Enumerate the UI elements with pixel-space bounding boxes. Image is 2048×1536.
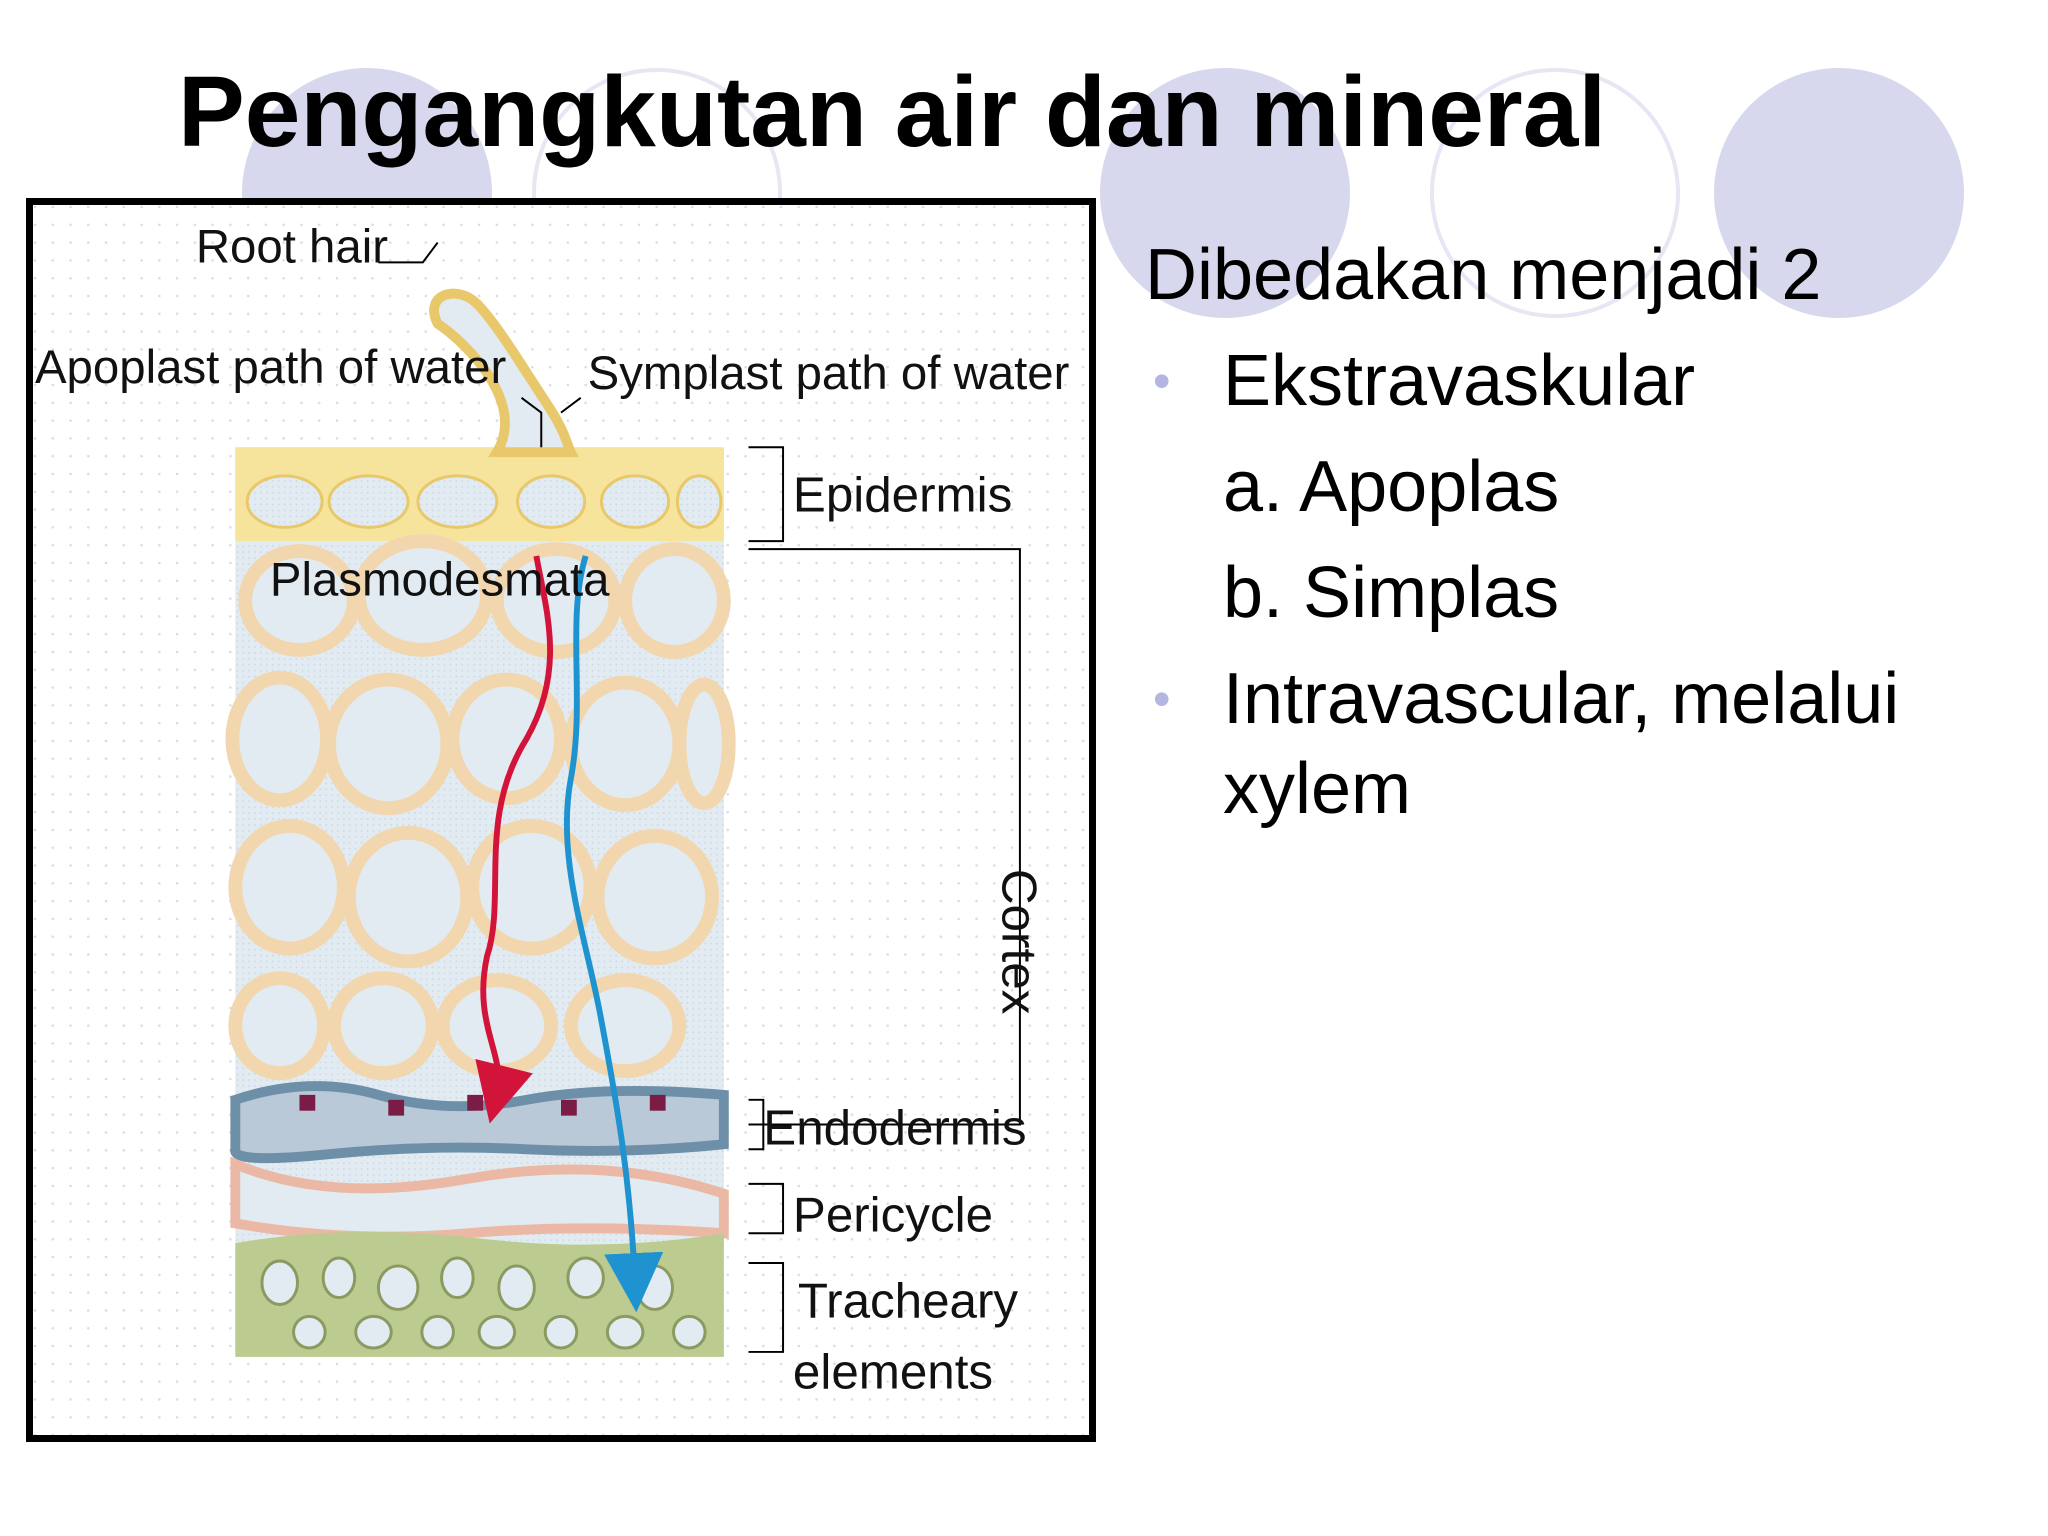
label-plasmodesmata: Plasmodesmata bbox=[270, 554, 610, 607]
label-tracheary: Tracheary bbox=[798, 1273, 1019, 1328]
epidermis-cells bbox=[245, 474, 723, 529]
endodermis-band bbox=[230, 1081, 729, 1164]
root-cross-section-diagram: Root hair Apoplast path of water Symplas… bbox=[33, 205, 1089, 1435]
root-water-transport-figure: Root hair Apoplast path of water Symplas… bbox=[26, 198, 1096, 1442]
label-root-hair: Root hair bbox=[196, 220, 388, 273]
bullet-text: Intravascular, melalui xylem bbox=[1223, 659, 1900, 829]
bullet-dot-icon: • bbox=[1153, 353, 1171, 409]
label-tracheary-elements: elements bbox=[793, 1344, 993, 1399]
tracheary-cells bbox=[260, 1256, 707, 1350]
apoplast-arrow bbox=[475, 555, 554, 1124]
label-apoplast-path: Apoplast path of water bbox=[35, 341, 506, 394]
label-pericycle: Pericycle bbox=[793, 1187, 993, 1242]
label-cortex: Cortex bbox=[992, 869, 1047, 1015]
intro-line: Dibedakan menjadi 2 bbox=[1145, 235, 1822, 315]
label-leaders bbox=[378, 241, 1021, 1353]
decorative-circle-3 bbox=[1714, 68, 1964, 318]
label-symplast-path: Symplast path of water bbox=[588, 347, 1070, 400]
sub-item-apoplas: a. Apoplas bbox=[1223, 447, 1560, 527]
decorative-circle-2 bbox=[1100, 68, 1350, 318]
cortex-cells bbox=[225, 534, 736, 1081]
label-endodermis: Endodermis bbox=[763, 1100, 1026, 1155]
root-hair-shape bbox=[429, 288, 579, 458]
bullet-intravascular: • Intravascular, melalui xylem bbox=[1145, 654, 2025, 834]
bullet-ekstravaskular: • Ekstravaskular bbox=[1145, 336, 2025, 426]
decorative-ring-2 bbox=[1430, 68, 1680, 318]
slide-title: Pengangkutan air dan mineral bbox=[178, 56, 1607, 168]
slide-body: Dibedakan menjadi 2 • Ekstravaskular a. … bbox=[1145, 230, 2025, 850]
symplast-arrow bbox=[563, 555, 664, 1313]
bullet-text: Ekstravaskular bbox=[1223, 341, 1696, 421]
label-epidermis: Epidermis bbox=[793, 467, 1012, 522]
sub-item-simplas: b. Simplas bbox=[1223, 553, 1560, 633]
bullet-dot-icon: • bbox=[1153, 671, 1171, 727]
